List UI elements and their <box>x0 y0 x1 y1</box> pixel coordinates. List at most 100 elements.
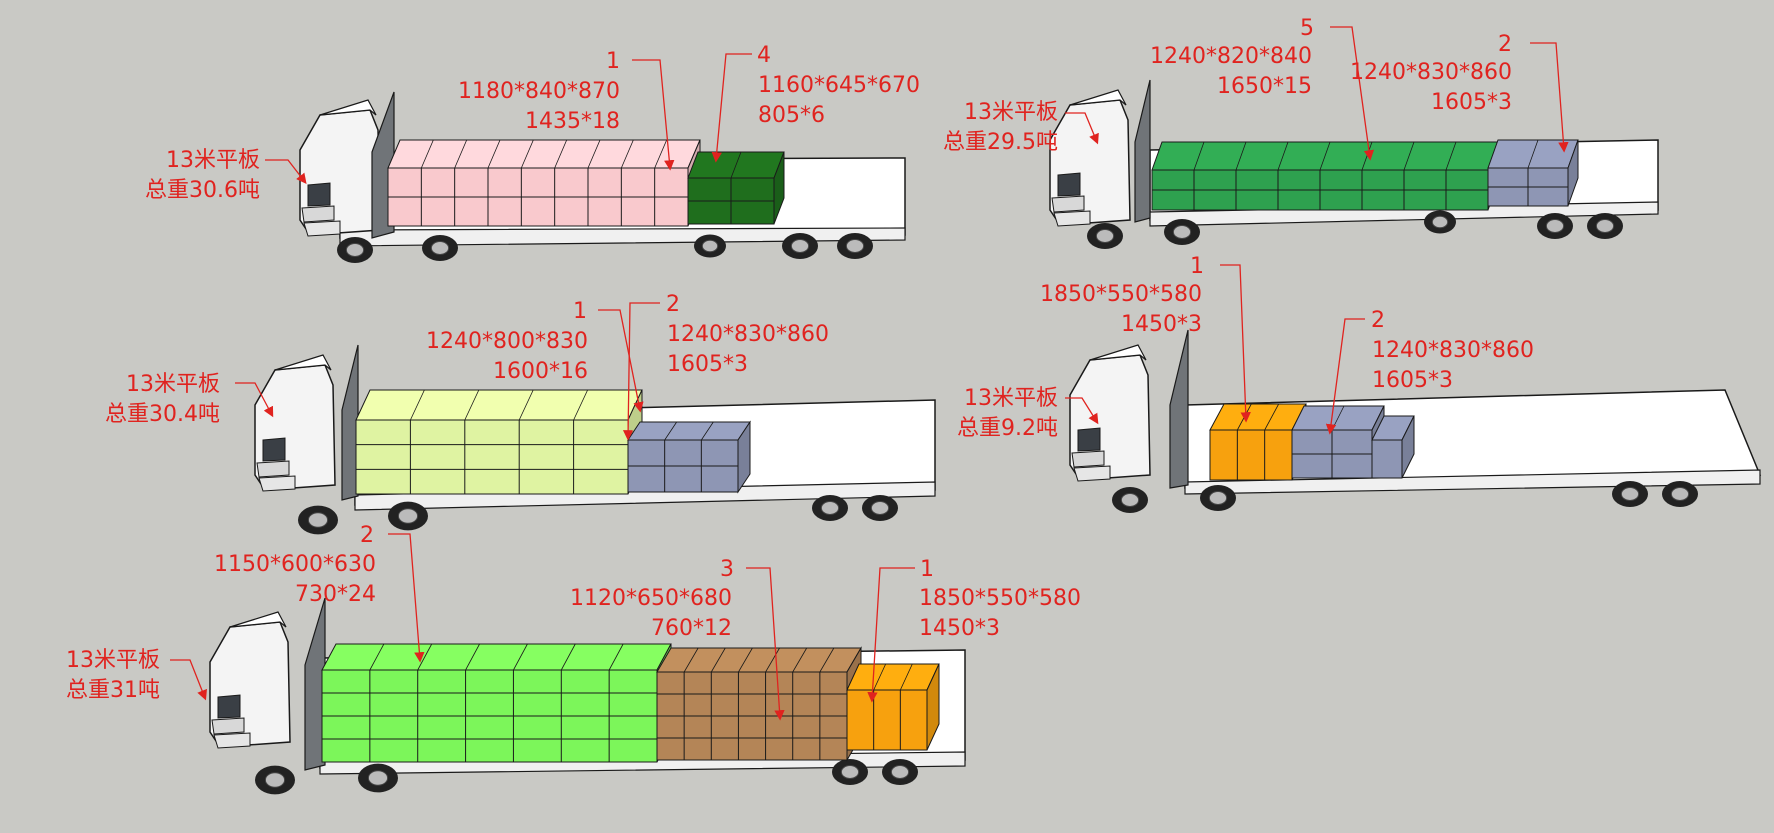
truck-4-weight: 总重9.2吨 <box>957 416 1058 441</box>
truck-2-load-2-no: 2 <box>1498 32 1512 57</box>
box-divider-top <box>1403 141 1415 171</box>
cargo-block-3 <box>846 663 940 751</box>
truck-5-load-2-size: 1120*650*680 <box>570 586 732 611</box>
box-divider-top <box>765 647 780 673</box>
truck-1-load-2-size: 1160*645*670 <box>758 73 920 98</box>
box-divider-top <box>573 389 588 421</box>
truck-5-load-2-no: 3 <box>720 557 734 582</box>
cargo-top <box>321 643 672 671</box>
truck-5-load-1-size: 1150*600*630 <box>214 552 376 577</box>
truck-5-load-2-qty: 760*12 <box>651 616 732 641</box>
cab-roof <box>319 99 377 116</box>
truck-5-load-1-no: 2 <box>360 523 374 548</box>
cab-bumper <box>1053 210 1091 227</box>
truck-4-load-1-size: 1850*550*580 <box>1040 282 1202 307</box>
truck-3-label: 13米平板 总重30.4吨 <box>80 370 220 430</box>
truck-1-load-2-qty: 805*6 <box>758 103 825 128</box>
box-divider-top <box>899 663 913 691</box>
box-divider-top <box>873 663 887 691</box>
box-divider-top <box>417 643 433 671</box>
callout-leader-13 <box>170 659 207 701</box>
truck-5 <box>209 597 966 795</box>
box-divider-top <box>518 389 534 421</box>
truck-2-weight: 总重29.5吨 <box>943 130 1058 155</box>
wheel-3-hub <box>790 239 810 253</box>
wheel-4-hub <box>870 501 890 515</box>
box-divider-top <box>738 647 753 673</box>
callout-leader-8 <box>598 309 644 413</box>
callout-leader-6 <box>1530 42 1569 153</box>
truck-5-label: 13米平板 总重31吨 <box>20 646 160 706</box>
box-divider-top <box>554 139 568 169</box>
wheel-1-hub <box>1095 229 1115 243</box>
cab-bumper <box>303 220 341 237</box>
box-divider-top <box>520 139 534 169</box>
callout-leader-10 <box>1065 397 1099 425</box>
wheel-5-hub <box>701 239 719 253</box>
truck-5-load-3-spec: 1850*550*580 1450*3 <box>919 584 1081 644</box>
truck-4-load-2-no: 2 <box>1371 308 1385 333</box>
cab-window <box>262 437 286 462</box>
truck-3 <box>254 344 936 535</box>
box-divider-top <box>620 139 634 169</box>
truck-1-load-1-spec: 1180*840*870 1435*18 <box>430 77 620 137</box>
cargo-top <box>627 421 751 441</box>
wheel-4-hub <box>1595 219 1615 233</box>
cab-roof <box>1069 89 1127 106</box>
truck-3-load-1-qty: 1600*16 <box>493 359 588 384</box>
truck-4-name: 13米平板 <box>964 386 1058 411</box>
cab-bumper <box>1073 465 1111 482</box>
truck-1-label: 13米平板 总重30.6吨 <box>120 146 260 206</box>
box-divider-top <box>1235 141 1247 171</box>
wheel-5-hub <box>1431 215 1449 229</box>
truck-4-load-2-size: 1240*830*860 <box>1372 338 1534 363</box>
callout-leader-5 <box>1330 26 1375 161</box>
cargo-front <box>1371 439 1403 479</box>
truck-5-load-2-spec: 1120*650*680 760*12 <box>536 584 732 644</box>
callout-leader-14 <box>388 533 425 663</box>
cargo-top <box>387 139 701 169</box>
cargo-block-1 <box>1209 403 1307 481</box>
wheel-2-hub <box>367 770 389 786</box>
truck-2 <box>1049 79 1659 249</box>
truck-1-load-1-no: 1 <box>606 49 620 74</box>
cab-grille <box>1071 450 1105 468</box>
box-divider-top <box>701 421 714 441</box>
headboard <box>1134 79 1151 223</box>
cargo-block-2 <box>627 420 751 494</box>
truck-2-load-2-size: 1240*830*860 <box>1350 60 1512 85</box>
cab <box>299 99 381 237</box>
wheel-2-hub <box>1208 491 1228 505</box>
cab <box>1049 89 1131 227</box>
truck-4 <box>1069 329 1762 513</box>
cab <box>209 611 291 749</box>
truck-4-load-1-no: 1 <box>1190 254 1204 279</box>
cab-window <box>1077 427 1101 452</box>
wheel-3-hub <box>840 765 860 779</box>
box-divider-top <box>487 139 501 169</box>
truck-3-load-2-qty: 1605*3 <box>667 352 748 377</box>
callout-leader-12 <box>1325 318 1365 435</box>
truck-1 <box>299 91 906 263</box>
cargo-block-1 <box>1151 141 1499 211</box>
box-divider-top <box>1527 139 1539 169</box>
callout-leader-11 <box>1220 264 1251 423</box>
truck-4-load-1-qty: 1450*3 <box>1121 312 1202 337</box>
truck-3-load-1-spec: 1240*800*830 1600*16 <box>398 327 588 387</box>
wheel-2-hub <box>430 241 450 255</box>
cab-bumper <box>213 732 251 749</box>
truck-5-load-1-spec: 1150*600*630 730*24 <box>180 550 376 610</box>
truck-2-load-2-qty: 1605*3 <box>1431 90 1512 115</box>
cab-grille <box>211 717 245 735</box>
headboard <box>341 344 359 501</box>
box-divider-top <box>730 151 742 179</box>
wheel-3-hub <box>820 501 840 515</box>
cargo-block-2 <box>1487 139 1579 207</box>
wheel-4-hub <box>845 239 865 253</box>
truck-3-load-2-no: 2 <box>666 292 680 317</box>
box-divider-top <box>420 139 434 169</box>
truck-1-load-1-size: 1180*840*870 <box>458 79 620 104</box>
cab-roof <box>229 611 287 628</box>
truck-4-label: 13米平板 总重9.2吨 <box>918 384 1058 444</box>
cab-grille <box>256 460 290 478</box>
